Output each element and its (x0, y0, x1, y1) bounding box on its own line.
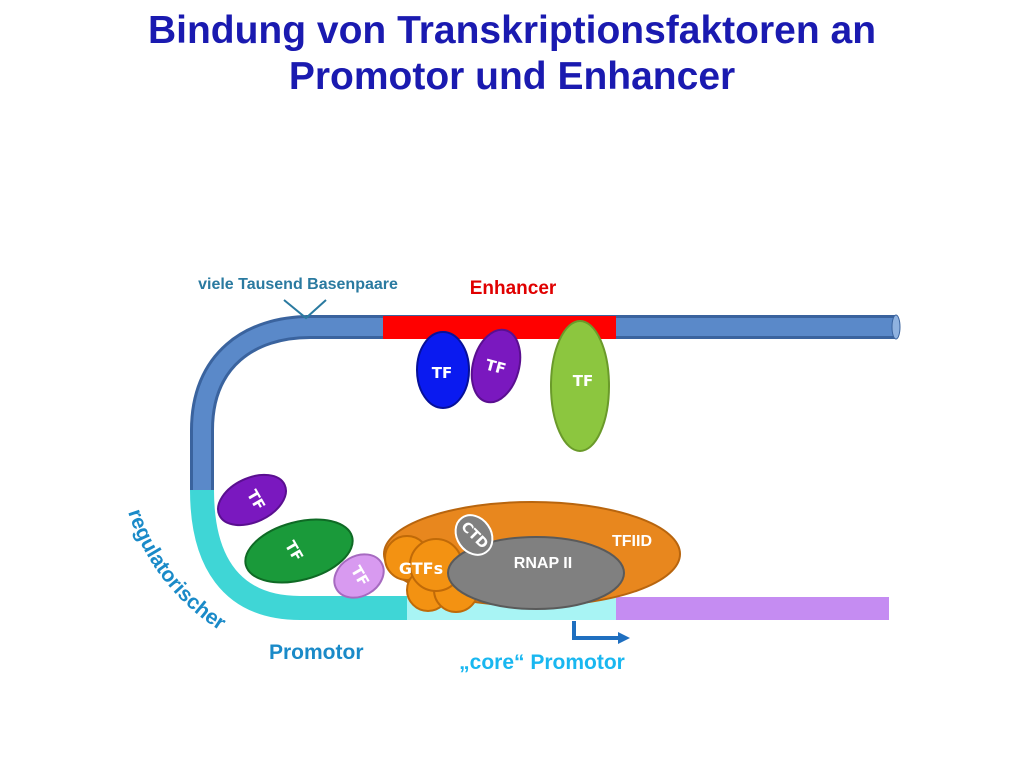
dna-loop-curve (190, 315, 311, 490)
enhancer-tf-blue: TF (416, 331, 470, 409)
ctd: CTD (454, 514, 494, 556)
promoter-label: Promotor (269, 641, 364, 664)
enhancer-tf-green: TF (550, 320, 610, 452)
tf-label: TF (484, 356, 508, 379)
tf-label: TF (573, 372, 593, 390)
promoter-tf-green: TF (244, 518, 354, 584)
slide-title: Bindung von Transkriptionsfaktoren an Pr… (0, 8, 1024, 100)
rnap-ii: RNAP II (447, 536, 625, 610)
regulatory-promoter-region (190, 489, 410, 620)
promoter-tf-lilac: TF (333, 553, 385, 599)
transcribed-region (616, 597, 889, 620)
tfiid-label: TFIID (612, 533, 652, 550)
dna-end-cap (891, 314, 901, 340)
promoter-tf-purple: TF (217, 473, 287, 527)
tf-label: TF (432, 364, 452, 382)
distance-bracket (283, 299, 327, 320)
title-line-1: Bindung von Transkriptionsfaktoren an (147, 9, 877, 52)
core-promoter-label: „core“ Promotor (459, 651, 625, 674)
rnap-label: RNAP II (514, 555, 572, 572)
title-line-2: Promotor und Enhancer (288, 55, 736, 98)
distance-label: viele Tausend Basenpaare (198, 276, 398, 293)
transcription-start-arrow (572, 621, 620, 640)
enhancer-label: Enhancer (470, 278, 557, 299)
enhancer-tf-purple: TF (470, 328, 522, 404)
gtfs-label: GTFs (399, 559, 443, 578)
